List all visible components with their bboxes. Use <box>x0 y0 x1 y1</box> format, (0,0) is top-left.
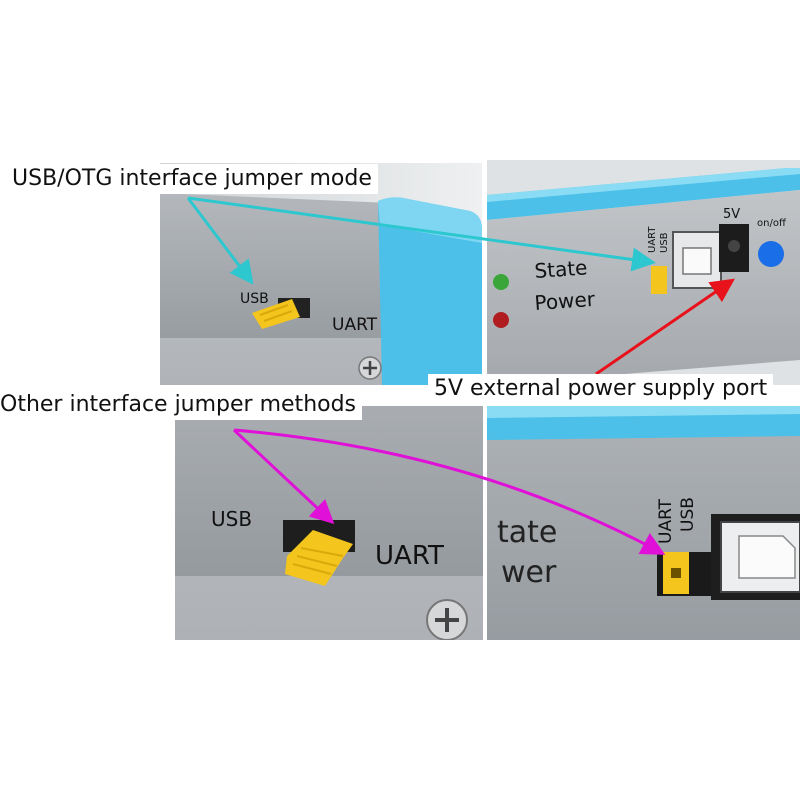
label-uart-vertical: UART <box>647 226 658 253</box>
label-uart: UART <box>375 541 444 571</box>
label-usb: USB <box>211 507 252 531</box>
power-button-icon <box>758 241 784 267</box>
label-state: State <box>534 255 588 283</box>
caption-usb-otg-jumper-mode: USB/OTG interface jumper mode <box>6 164 378 194</box>
label-uart: UART <box>332 315 378 335</box>
label-5v: 5V <box>723 207 740 222</box>
caption-power-supply-port: 5V external power supply port <box>428 374 774 404</box>
label-onoff: on/off <box>757 218 787 229</box>
label-usb-vertical: USB <box>659 232 670 253</box>
state-led-icon <box>493 274 509 290</box>
photo-usb-jumper-side: USB UART <box>160 163 482 385</box>
usb-b-port-icon <box>672 231 722 289</box>
photo-back-jumper-closeup: tate wer UART USB <box>487 406 800 640</box>
label-usb: USB <box>240 291 269 307</box>
power-led-icon <box>493 312 509 328</box>
partial-label-state: tate <box>497 515 557 550</box>
dc-jack-icon <box>719 224 749 272</box>
label-power: Power <box>534 287 597 315</box>
yellow-jumper-icon <box>252 299 300 329</box>
screw-icon <box>426 599 468 640</box>
label-usb-vertical: USB <box>678 497 698 532</box>
photo-back-panel: State Power UART USB 5V on/off <box>487 160 800 385</box>
usb-b-port-icon <box>711 514 800 600</box>
partial-label-power: wer <box>501 555 557 590</box>
small-jumper-icon <box>651 266 667 294</box>
screw-icon <box>358 356 382 380</box>
photo-jumper-closeup: USB UART <box>175 406 483 640</box>
small-jumper-icon <box>663 552 689 594</box>
caption-other-jumper-methods: Other interface jumper methods <box>0 390 363 420</box>
label-uart-vertical: UART <box>656 498 676 544</box>
back-face <box>487 190 800 385</box>
